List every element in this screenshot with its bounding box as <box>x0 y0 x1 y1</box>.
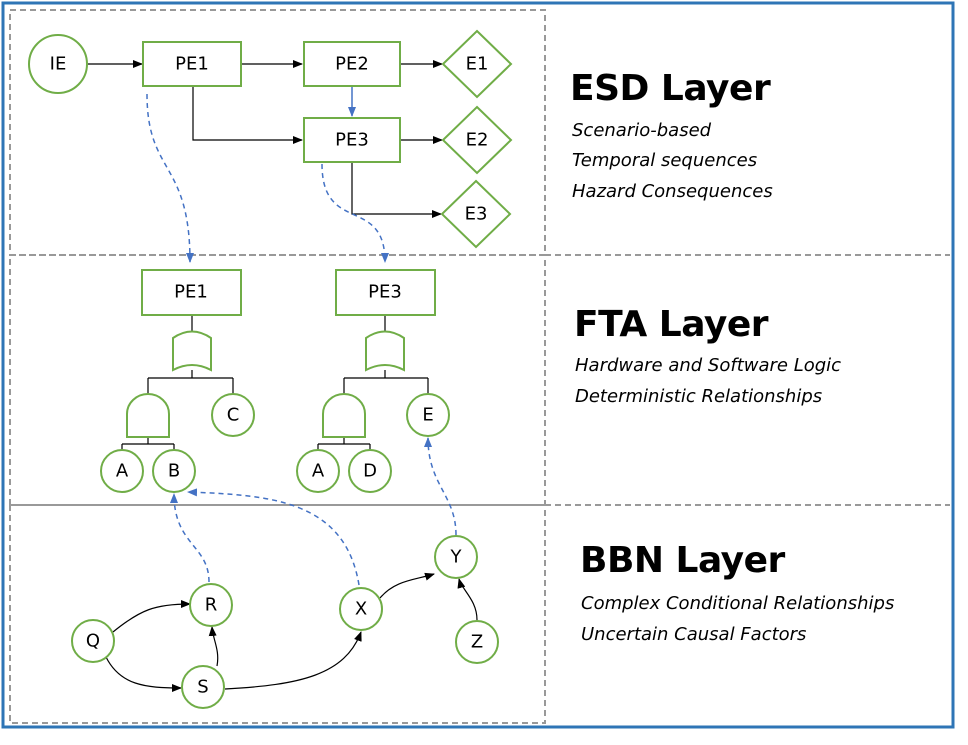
esd-node-ie <box>28 34 88 94</box>
esd-e1-label: E1 <box>466 54 489 75</box>
esd-node-pe3 <box>303 117 401 163</box>
bbn-node-x <box>339 587 383 631</box>
esd-layer-title: ESD Layer <box>570 68 771 109</box>
fta-a-right-label: A <box>312 461 325 482</box>
link-esd-pe1-fta-pe1 <box>146 93 194 263</box>
bbn-node-q <box>71 619 115 663</box>
bbn-edge-s-x <box>224 631 362 690</box>
fta-node-a-right <box>296 449 340 493</box>
esd-pe1-label: PE1 <box>175 54 209 75</box>
link-bbn-r-fta-b <box>170 493 210 583</box>
esd-layer-line-2: Temporal sequences <box>572 150 758 171</box>
fta-a-left-label: A <box>116 461 129 482</box>
fta-e-label: E <box>422 405 433 426</box>
bbn-r-label: R <box>205 595 218 616</box>
fta-and-gate-pe3 <box>322 393 366 438</box>
esd-node-e1 <box>441 29 513 99</box>
fta-node-c <box>211 393 255 437</box>
fta-node-pe3 <box>335 269 436 316</box>
bbn-layer-line-2: Uncertain Causal Factors <box>581 624 807 645</box>
esd-node-pe2 <box>303 41 401 87</box>
esd-layer-line-1: Scenario-based <box>572 120 712 141</box>
bbn-edge-z-y <box>457 578 478 621</box>
esd-pe3-label: PE3 <box>335 130 369 151</box>
bbn-x-label: X <box>355 599 367 620</box>
fta-node-a-left <box>100 449 144 493</box>
fta-c-label: C <box>227 405 240 426</box>
fta-b-label: B <box>168 461 180 482</box>
link-bbn-x-fta-b <box>187 488 360 586</box>
fta-d-label: D <box>363 461 377 482</box>
bbn-z-label: Z <box>471 632 483 653</box>
bbn-layer-box <box>9 504 546 724</box>
fta-layer-box <box>9 254 546 506</box>
fta-or-gate-pe1 <box>172 330 212 372</box>
bbn-node-s <box>181 665 225 709</box>
fta-layer-line-1: Hardware and Software Logic <box>575 355 842 376</box>
fta-and-gate-pe1 <box>126 393 170 438</box>
fta-node-pe1 <box>141 269 242 316</box>
edge-pe1-pe3 <box>192 86 303 144</box>
bbn-layer-title: BBN Layer <box>580 540 785 581</box>
bbn-layer-line-1: Complex Conditional Relationships <box>581 593 895 614</box>
fta-pe1-label: PE1 <box>174 282 208 303</box>
bbn-node-r <box>189 583 233 627</box>
bbn-edge-q-r <box>112 600 191 633</box>
bbn-y-label: Y <box>450 547 463 568</box>
bbn-s-label: S <box>197 677 208 698</box>
esd-node-e2 <box>441 105 513 175</box>
esd-node-pe1 <box>142 41 242 87</box>
edge-pe3-e3 <box>351 162 442 218</box>
esd-layer-line-3: Hazard Consequences <box>572 181 773 202</box>
esd-e2-label: E2 <box>466 130 489 151</box>
fta-or-gate-pe3 <box>365 330 405 372</box>
esd-pe2-label: PE2 <box>335 54 369 75</box>
link-esd-pe3-fta-pe3 <box>321 163 389 263</box>
bbn-edge-q-s <box>105 656 182 692</box>
esd-node-e3 <box>440 179 512 249</box>
fta-node-e <box>406 393 450 437</box>
esd-e3-label: E3 <box>465 204 488 225</box>
fta-layer-line-2: Deterministic Relationships <box>575 386 823 407</box>
bbn-node-y <box>434 535 478 579</box>
bbn-q-label: Q <box>86 631 100 652</box>
link-bbn-y-fta-e <box>424 437 457 536</box>
fta-node-d <box>348 449 392 493</box>
fta-pe3-label: PE3 <box>368 282 402 303</box>
esd-ie-label: IE <box>50 54 67 75</box>
bbn-node-z <box>455 620 499 664</box>
outer-border <box>1 1 955 729</box>
bbn-edge-s-r <box>208 626 219 667</box>
fta-layer-title: FTA Layer <box>574 304 769 345</box>
bbn-edge-x-y <box>379 572 435 599</box>
fta-node-b <box>152 449 196 493</box>
